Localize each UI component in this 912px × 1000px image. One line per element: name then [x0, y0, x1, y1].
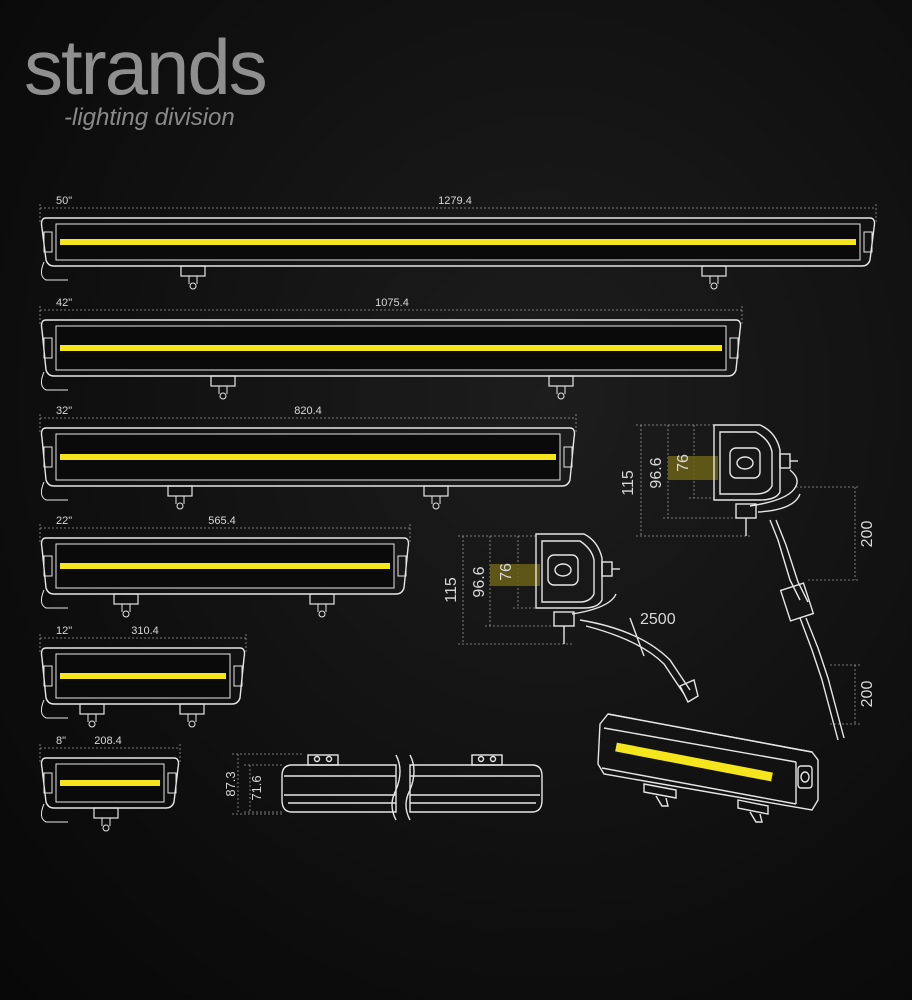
end-lower-height-total-label: 115 [443, 577, 460, 603]
end-upper-height-lens-label: 76 [675, 454, 692, 472]
end-cap-left [43, 665, 53, 687]
light-bar-front-4: 22" 565.4 [39, 515, 411, 618]
brand-name: strands [24, 23, 268, 111]
mounting-bracket [309, 593, 335, 618]
end-cap-right [167, 772, 177, 794]
side-profile-dimension-lines [232, 753, 304, 815]
cable-tail [40, 371, 68, 391]
light-bar-front-views: 50" 1279.4 42" 1075.4 32" 820.4 22" 565.4 12" 310… [39, 195, 877, 832]
mounting-bracket [180, 265, 206, 290]
end-view-upper [636, 424, 860, 741]
mounting-bracket [423, 485, 449, 510]
mounting-bracket [179, 703, 205, 728]
cable-tail [40, 261, 68, 281]
led-beam-lower [490, 564, 540, 586]
bar-housing [40, 217, 876, 267]
brand-logo: strands -lighting division [24, 23, 268, 132]
led-strip [60, 239, 856, 245]
side-profile-right-section [409, 754, 543, 813]
end-upper-height-mount-label: 96.6 [648, 457, 665, 488]
bar-size-label: 22" [56, 515, 72, 527]
mounting-bracket [210, 375, 236, 400]
bar-length-label: 820.4 [294, 405, 322, 417]
bar-housing [40, 537, 410, 595]
bar-housing [40, 647, 246, 705]
led-strip [60, 345, 722, 351]
end-cap-left [43, 446, 53, 468]
side-height-body-label: 71.6 [249, 775, 264, 800]
end-lower-height-mount-label: 96.6 [471, 566, 488, 597]
end-upper-height-total-label: 115 [620, 470, 637, 496]
bar-size-label: 50" [56, 195, 72, 207]
bar-housing [40, 319, 742, 377]
side-profile-left-section [281, 754, 397, 813]
led-strip-perspective [615, 742, 773, 782]
led-strip [60, 563, 390, 569]
light-bar-front-5: 12" 310.4 [39, 625, 247, 728]
end-cap-right [863, 231, 873, 253]
bar-housing [40, 427, 576, 487]
bar-size-label: 12" [56, 625, 72, 637]
bar-size-label: 32" [56, 405, 72, 417]
end-cap-left [43, 772, 53, 794]
end-cap-right [729, 337, 739, 359]
bar-length-label: 1279.4 [438, 195, 472, 207]
end-cap-right [397, 555, 407, 577]
end-cap-right [563, 446, 573, 468]
end-cap-left [43, 337, 53, 359]
side-profile-view [232, 753, 543, 821]
end-cap-upper [713, 424, 845, 741]
end-cap-left [43, 231, 53, 253]
end-upper-dimension-lines [636, 424, 860, 725]
end-view-lower [458, 533, 699, 703]
end-lower-cable-length-label: 2500 [640, 611, 676, 628]
led-strip [60, 454, 556, 460]
bar-size-label: 42" [56, 297, 72, 309]
bar-length-label: 208.4 [94, 735, 122, 747]
perspective-view [597, 713, 819, 823]
light-bar-front-2: 42" 1075.4 [39, 297, 743, 400]
end-cap-right [233, 665, 243, 687]
bar-size-label: 8" [56, 735, 66, 747]
led-strip [60, 673, 226, 679]
bar-length-label: 310.4 [131, 625, 159, 637]
bar-length-label: 1075.4 [375, 297, 409, 309]
bar-length-label: 565.4 [208, 515, 236, 527]
led-beam-upper [668, 456, 718, 480]
mounting-bracket [113, 593, 139, 618]
light-bar-front-3: 32" 820.4 [39, 405, 577, 510]
cable-tail [40, 481, 68, 501]
brand-subtitle: -lighting division [64, 104, 235, 131]
end-lower-height-lens-label: 76 [498, 563, 515, 581]
side-height-total-label: 87.3 [223, 771, 238, 796]
bar-housing [40, 757, 180, 809]
light-bar-front-6: 8" 208.4 [39, 735, 181, 832]
cable-tail [40, 589, 68, 609]
end-upper-cable-length-label: 200 [859, 521, 876, 548]
light-bar-front-1: 50" 1279.4 [39, 195, 877, 290]
cable-tail [40, 803, 68, 823]
end-cap-lower [535, 533, 699, 703]
end-upper-connector-length-label: 200 [859, 681, 876, 708]
led-strip [60, 780, 160, 786]
mounting-bracket [167, 485, 193, 510]
end-cap-left [43, 555, 53, 577]
mounting-bracket [548, 375, 574, 400]
cable-tail [40, 699, 68, 719]
mounting-bracket [79, 703, 105, 728]
mounting-bracket [701, 265, 727, 290]
mounting-bracket [93, 807, 119, 832]
